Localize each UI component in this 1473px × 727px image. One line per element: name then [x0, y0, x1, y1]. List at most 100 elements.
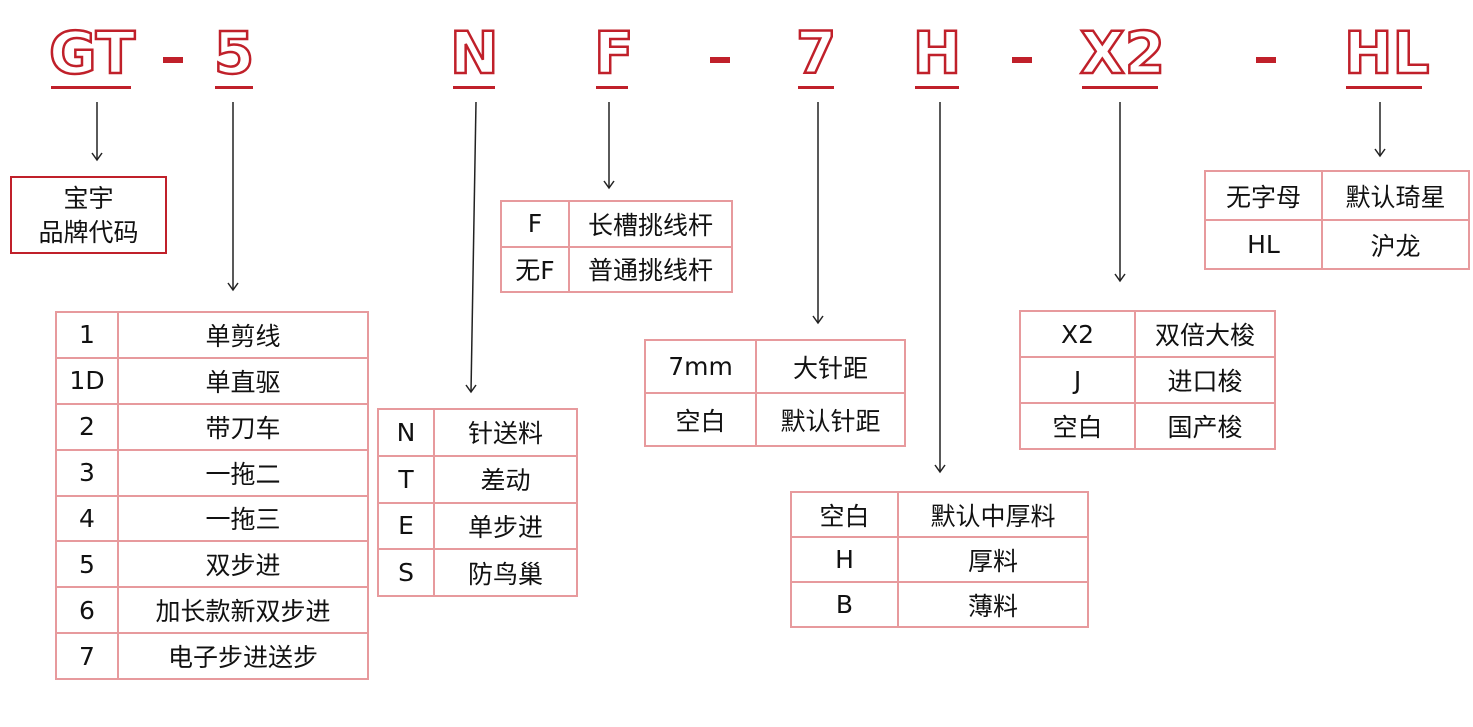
code-part-x2: X2 — [1079, 19, 1167, 87]
arrow-n — [470, 101, 477, 393]
material-code: B — [790, 581, 899, 628]
needle-gauge-code: 7mm — [644, 339, 757, 394]
shuttle-code: X2 — [1019, 310, 1136, 358]
shuttle-code: J — [1019, 356, 1136, 404]
brand-code-box: 宝宇 品牌代码 — [10, 176, 167, 254]
code-underline-h — [915, 86, 959, 89]
arrowhead-gt — [91, 152, 103, 162]
code-underline-hl — [1346, 86, 1422, 89]
code-underline-f — [596, 86, 628, 89]
code-dash-2 — [710, 57, 730, 63]
model-desc: 一拖三 — [117, 494, 369, 543]
code-part-gt: GT — [48, 19, 137, 87]
thread-lever-desc: 普通挑线杆 — [568, 245, 733, 293]
feed-code: T — [377, 454, 435, 504]
model-desc: 双步进 — [117, 540, 369, 589]
material-desc: 厚料 — [897, 536, 1089, 583]
feed-desc: 差动 — [433, 454, 578, 504]
model-code: 7 — [55, 632, 119, 680]
model-code: 6 — [55, 586, 119, 635]
brand-line-2: 品牌代码 — [38, 218, 139, 247]
model-code: 1D — [55, 356, 119, 405]
shuttle-desc: 国产梭 — [1134, 402, 1276, 450]
star-desc: 默认琦星 — [1321, 170, 1470, 221]
star-desc: 沪龙 — [1321, 219, 1470, 270]
code-part-f: F — [593, 19, 635, 87]
material-desc: 薄料 — [897, 581, 1089, 628]
feed-desc: 单步进 — [433, 501, 578, 551]
material-desc: 默认中厚料 — [897, 491, 1089, 538]
needle-gauge-desc: 大针距 — [755, 339, 906, 394]
arrowhead-5 — [227, 282, 239, 292]
arrowhead-f — [603, 180, 615, 190]
code-dash-4 — [1256, 57, 1276, 63]
model-desc: 带刀车 — [117, 402, 369, 451]
feed-desc: 针送料 — [433, 408, 578, 457]
model-desc: 单直驱 — [117, 356, 369, 405]
table-row: 空白国产梭 — [1019, 402, 1276, 450]
feed-desc: 防鸟巢 — [433, 548, 578, 597]
code-part-hl: HL — [1343, 19, 1431, 87]
code-underline-7 — [798, 86, 834, 89]
thread-lever-code: 无F — [500, 245, 570, 293]
model-desc: 单剪线 — [117, 311, 369, 359]
shuttle-desc: 双倍大梭 — [1134, 310, 1276, 358]
code-part-h: H — [911, 19, 962, 87]
feed-code: E — [377, 501, 435, 551]
table-row: 空白默认中厚料 — [790, 491, 1089, 538]
code-part-n: N — [449, 19, 500, 87]
table-row: 无字母默认琦星 — [1204, 170, 1470, 221]
model-desc: 一拖二 — [117, 448, 369, 497]
code-dash-3 — [1012, 57, 1032, 63]
arrowhead-7 — [812, 315, 824, 325]
code-part-7: 7 — [795, 19, 838, 87]
thread-lever-code: F — [500, 200, 570, 248]
thread-lever-desc: 长槽挑线杆 — [568, 200, 733, 248]
code-underline-n — [453, 86, 495, 89]
code-underline-5 — [215, 86, 253, 89]
code-dash-1 — [163, 57, 183, 63]
model-code: 5 — [55, 540, 119, 589]
table-row: 空白默认针距 — [644, 392, 906, 447]
code-part-5: 5 — [213, 19, 256, 87]
shuttle-code: 空白 — [1019, 402, 1136, 450]
code-underline-x2 — [1082, 86, 1158, 89]
needle-gauge-code: 空白 — [644, 392, 757, 447]
arrowhead-n — [465, 384, 477, 394]
feed-code: S — [377, 548, 435, 597]
needle-gauge-desc: 默认针距 — [755, 392, 906, 447]
model-code: 1 — [55, 311, 119, 359]
model-code: 2 — [55, 402, 119, 451]
material-code: H — [790, 536, 899, 583]
feed-code: N — [377, 408, 435, 457]
model-desc: 电子步进送步 — [117, 632, 369, 680]
arrowhead-x2 — [1114, 273, 1126, 283]
model-code: 3 — [55, 448, 119, 497]
brand-line-1: 宝宇 — [63, 184, 114, 213]
arrowhead-hl — [1374, 148, 1386, 158]
